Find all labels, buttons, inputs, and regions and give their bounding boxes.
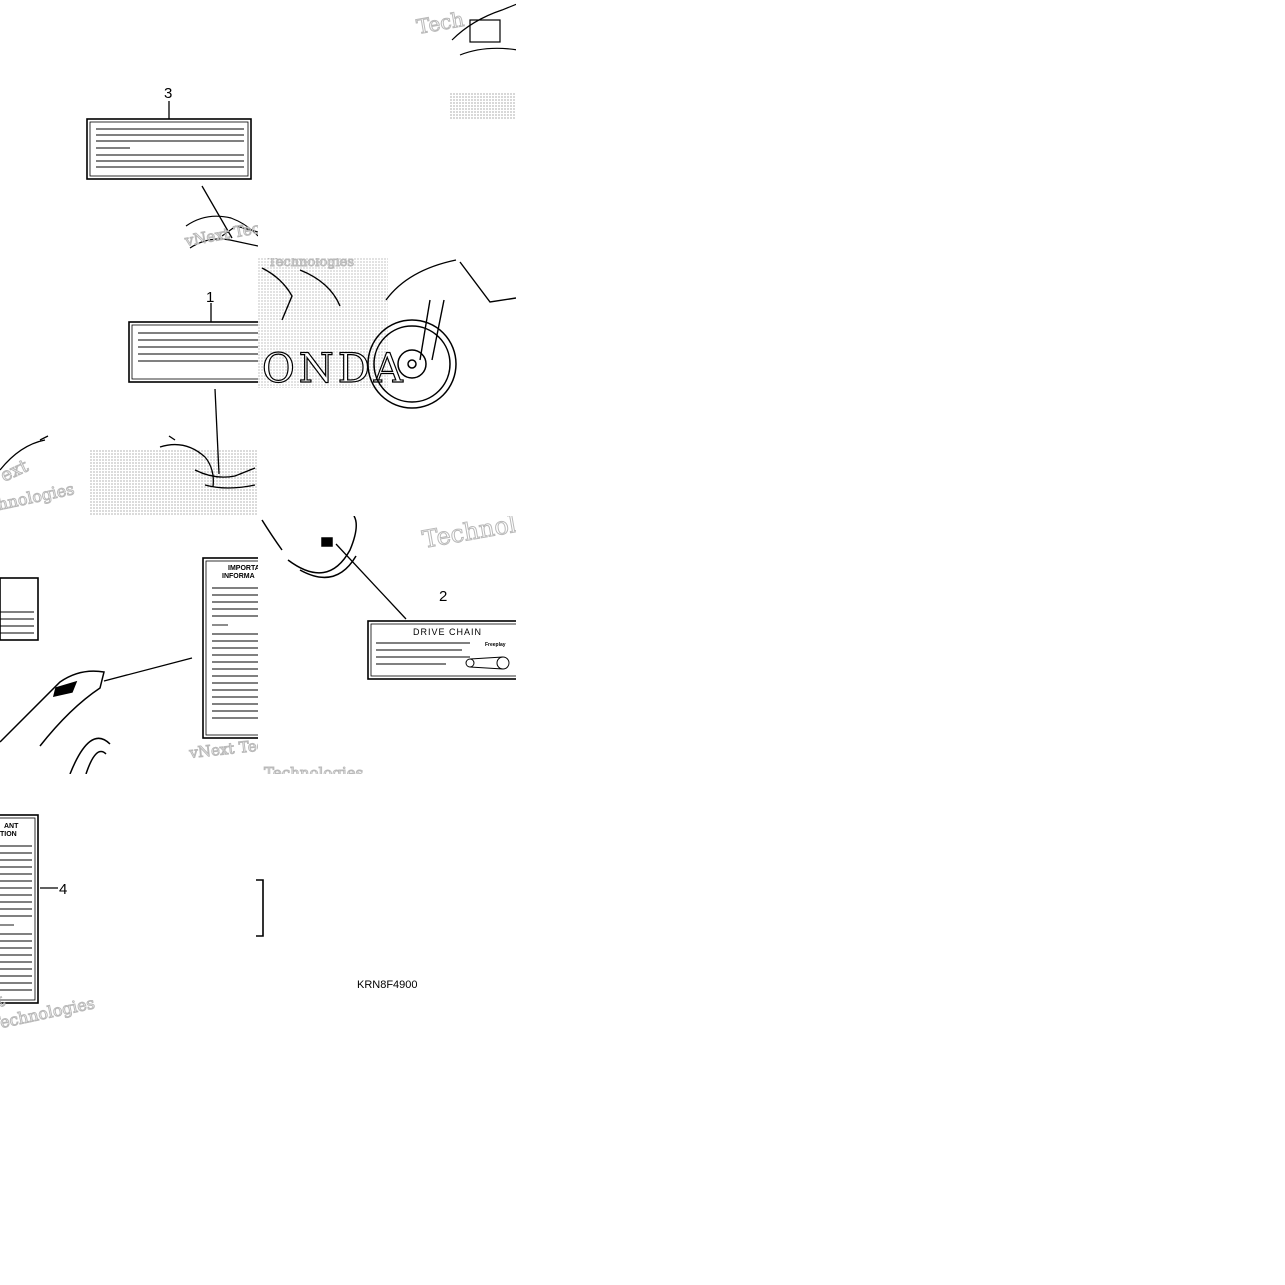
- label-1-text-lines: [138, 332, 258, 362]
- honda-logo-fragment: [450, 92, 516, 120]
- honda-lettering: ONDA: [262, 346, 407, 392]
- watermark-f: Technolo: [420, 507, 532, 554]
- callout-3: 3: [164, 85, 172, 102]
- front-wheel: [367, 319, 457, 409]
- tile-bike-top: Tech: [414, 3, 516, 120]
- label-4-fragment: ANT TION 4 Technologies: [0, 814, 97, 1034]
- watermark-g: Technologies: [0, 993, 96, 1034]
- watermark-e: vNext Tec: [188, 736, 266, 762]
- drive-chain-title: DRIVE CHAIN: [413, 627, 482, 637]
- watermark-f2: Technologies: [264, 764, 363, 782]
- handlebar-sketch: [0, 435, 256, 489]
- sticker-edge-fragment: [256, 879, 264, 937]
- watermark-g2: xt: [0, 990, 9, 1017]
- label-4-title-line1: ANT: [4, 823, 19, 830]
- label-1-sticker: [128, 321, 258, 383]
- watermark-a: vNext Tec: [183, 219, 262, 250]
- chain-icon: [465, 656, 510, 670]
- tile-important-info: IMPORTA INFORMA: [0, 557, 266, 774]
- important-info-sticker: [202, 557, 258, 739]
- important-info-title-line1: IMPORTA: [228, 565, 260, 572]
- label-3-sticker: [86, 118, 252, 180]
- rear-wheel-sketch: [261, 516, 357, 579]
- watermark-c: chnologies: [0, 479, 76, 516]
- diagram-code: KRN8F4900: [357, 979, 418, 991]
- honda-wing-fragment: [90, 450, 258, 516]
- front-fork-sketch: [261, 259, 516, 361]
- callout-4: 4: [59, 881, 67, 898]
- watermark-d: Technologies: [268, 255, 354, 270]
- label-small-sticker: [0, 577, 39, 641]
- tile-label-1: chnologies ext: [0, 303, 258, 516]
- important-info-text-lines: [212, 587, 258, 719]
- label-4-sticker: [0, 814, 39, 1004]
- drive-chain-freeplay: Freeplay: [485, 642, 506, 648]
- tile-label-3: vNext Tec: [86, 101, 262, 251]
- drive-chain-sticker: [367, 620, 516, 680]
- important-info-title-line2: INFORMA: [222, 573, 255, 580]
- tile-label-2: DRIVE CHAIN Freeplay Technolo Technologi…: [261, 507, 532, 782]
- callout-1: 1: [206, 289, 214, 306]
- bike-frame-sketch: [451, 3, 516, 56]
- tile-front-wheel: ONDA Technologies: [258, 255, 516, 409]
- label-3-text-lines: [96, 128, 244, 168]
- bike-front-sketch: [185, 215, 258, 249]
- seat-fender-sketch: [0, 670, 111, 774]
- watermark-c2: ext: [0, 455, 32, 486]
- label-4-title-line2: TION: [0, 831, 17, 838]
- callout-2: 2: [439, 588, 447, 605]
- drive-chain-text-lines: [376, 642, 470, 665]
